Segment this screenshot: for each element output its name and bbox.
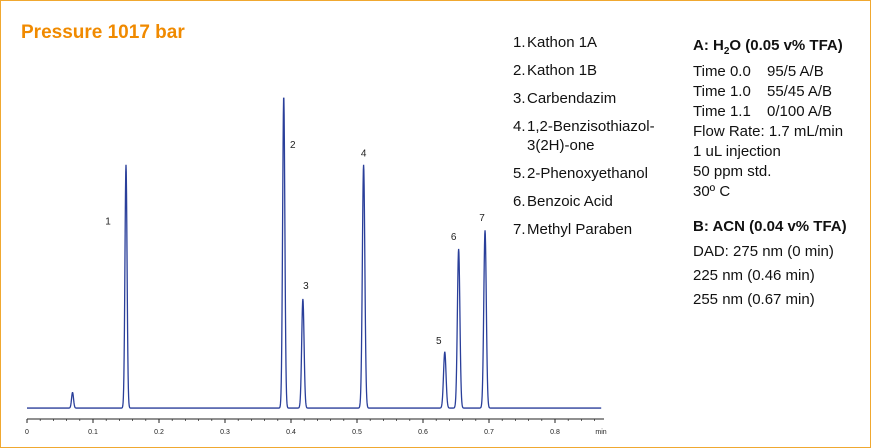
- legend-number: 3.: [513, 90, 526, 107]
- x-tick-label: 0.1: [88, 429, 98, 436]
- x-axis-label: min: [595, 429, 606, 436]
- detection-wavelength: 225 nm (0.46 min): [693, 267, 815, 284]
- x-tick-label: 0.6: [418, 429, 428, 436]
- gradient-ratio: 0/100 A/B: [767, 103, 833, 120]
- legend-number: 6.: [513, 193, 526, 210]
- mobile-phase-b: B: ACN (0.04 v% TFA): [693, 218, 847, 235]
- chromatogram-trace: [27, 97, 602, 409]
- legend-label: Methyl Paraben: [527, 221, 633, 238]
- legend-label: Kathon 1B: [527, 62, 598, 79]
- peak-label: 4: [361, 149, 367, 160]
- x-tick-label: 0.4: [286, 429, 296, 436]
- legend-item: 7. Methyl Paraben: [513, 220, 673, 239]
- legend-label: Carbendazim: [527, 90, 617, 107]
- peak-label: 6: [451, 232, 457, 243]
- legend-item: 3. Carbendazim: [513, 89, 673, 108]
- legend-number: 4.: [513, 118, 526, 135]
- peak-label: 7: [479, 213, 485, 224]
- peak-label: 2: [290, 140, 296, 151]
- legend-number: 2.: [513, 62, 526, 79]
- x-tick-label: 0.2: [154, 429, 164, 436]
- peak-label: 3: [303, 281, 309, 292]
- temperature: 30º C: [693, 183, 731, 200]
- legend-label: 1,2-Benzisothiazol-3(2H)-one: [527, 118, 655, 154]
- mobile-phase-a: A: H2O (0.05 v% TFA): [693, 37, 843, 57]
- x-tick-label: 0.3: [220, 429, 230, 436]
- detection-wavelength: 255 nm (0.67 min): [693, 291, 815, 308]
- gradient-step: Time 1.0 55/45 A/B: [693, 82, 869, 102]
- legend-label: Kathon 1A: [527, 34, 598, 51]
- legend-item: 1. Kathon 1A: [513, 33, 673, 52]
- x-tick-label: 0.5: [352, 429, 362, 436]
- gradient-step: Time 1.1 0/100 A/B: [693, 102, 869, 122]
- legend-item: 4. 1,2-Benzisothiazol-3(2H)-one: [513, 117, 673, 155]
- gradient-time: Time 1.1: [693, 103, 751, 120]
- legend-item: 5. 2-Phenoxyethanol: [513, 164, 673, 183]
- legend-item: 2. Kathon 1B: [513, 61, 673, 80]
- legend-number: 7.: [513, 221, 526, 238]
- legend-number: 1.: [513, 34, 526, 51]
- peak-label: 5: [436, 336, 442, 347]
- legend-label: Benzoic Acid: [527, 193, 613, 210]
- gradient-time: Time 0.0: [693, 63, 751, 80]
- legend-item: 6. Benzoic Acid: [513, 192, 673, 211]
- compound-legend: 1. Kathon 1A 2. Kathon 1B 3. Carbendazim…: [513, 33, 673, 248]
- gradient-step: Time 0.0 95/5 A/B: [693, 62, 869, 82]
- x-tick-label: 0: [25, 429, 29, 436]
- chart-title: Pressure 1017 bar: [21, 22, 185, 43]
- x-tick-label: 0.8: [550, 429, 560, 436]
- detection-wavelength: DAD: 275 nm (0 min): [693, 243, 834, 260]
- legend-number: 5.: [513, 165, 526, 182]
- standard-concentration: 50 ppm std.: [693, 163, 772, 180]
- flow-rate: Flow Rate: 1.7 mL/min: [693, 123, 844, 140]
- method-conditions: A: H2O (0.05 v% TFA) Time 0.0 95/5 A/B Ti…: [693, 36, 869, 312]
- legend-label: 2-Phenoxyethanol: [527, 165, 648, 182]
- x-tick-label: 0.7: [484, 429, 494, 436]
- gradient-ratio: 95/5 A/B: [767, 63, 824, 80]
- gradient-time: Time 1.0: [693, 83, 751, 100]
- peak-label: 1: [105, 217, 111, 228]
- injection-volume: 1 uL injection: [693, 143, 781, 160]
- gradient-ratio: 55/45 A/B: [767, 83, 833, 100]
